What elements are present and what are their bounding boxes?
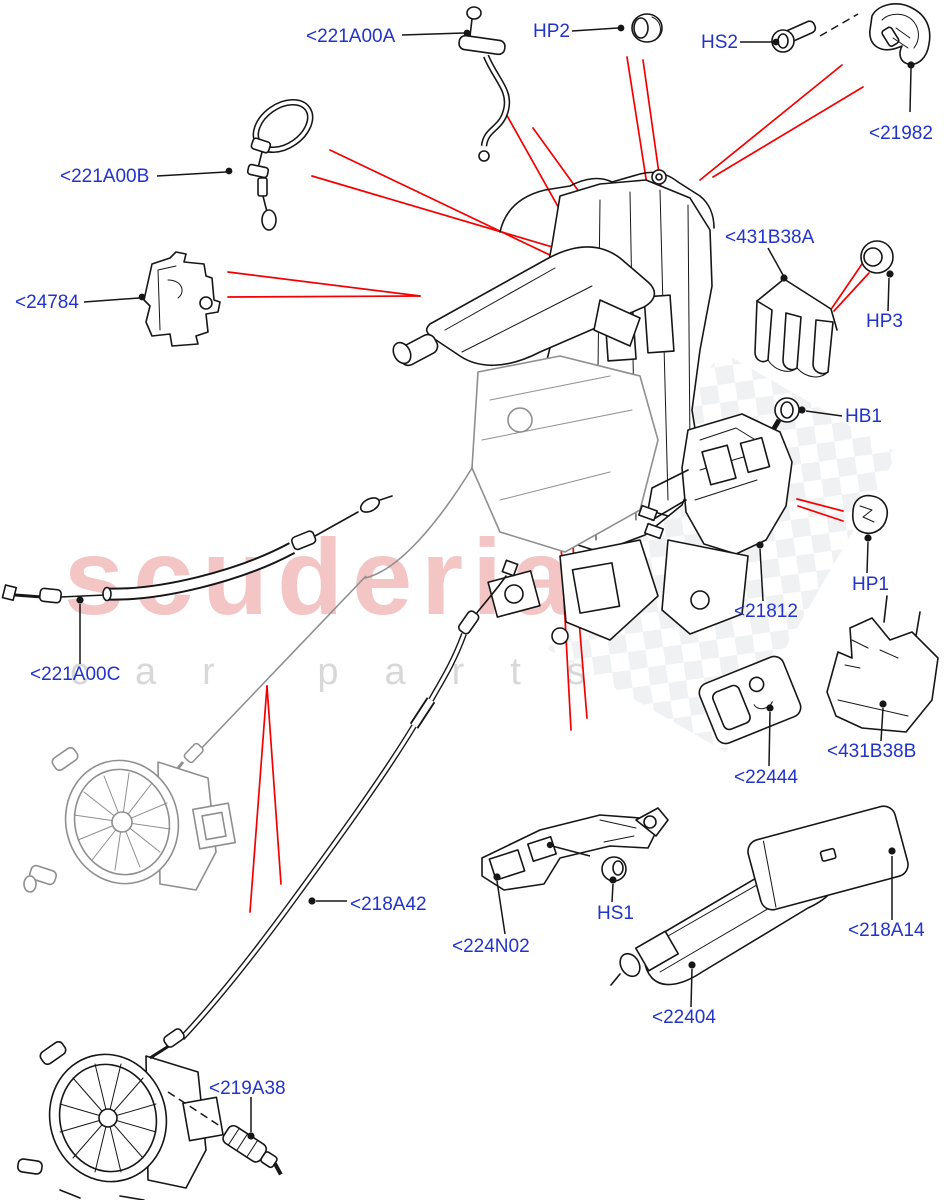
part-reinforcement-224N02 — [481, 807, 669, 891]
part-cable-221A00C — [1, 495, 393, 604]
part-cable-218A42 — [179, 559, 519, 1041]
watermark-brand: scuderia — [64, 516, 580, 637]
part-label-22444[interactable]: <22444 — [734, 767, 798, 788]
part-clip-hp1 — [851, 494, 888, 535]
part-bracket-24784 — [143, 251, 221, 347]
part-screw-hs1 — [601, 856, 627, 882]
part-label-221A00A[interactable]: <221A00A — [306, 26, 396, 47]
part-cable-221A00B — [246, 98, 314, 231]
part-label-431B38B[interactable]: <431B38B — [827, 741, 916, 762]
part-label-219A38[interactable]: <219A38 — [209, 1078, 286, 1099]
part-label-HS1[interactable]: HS1 — [597, 903, 634, 924]
part-label-218A42[interactable]: <218A42 — [350, 894, 427, 915]
part-bracket-431B38B — [826, 595, 939, 733]
part-pin-219A38 — [222, 1124, 283, 1176]
part-label-HP2[interactable]: HP2 — [533, 21, 570, 42]
part-screw-hs2 — [771, 20, 817, 53]
part-inner-cable-gray — [170, 575, 367, 777]
part-endcap-218A14 — [747, 805, 909, 911]
part-label-HP1[interactable]: HP1 — [852, 574, 889, 595]
part-label-21812[interactable]: <21812 — [734, 601, 798, 622]
part-label-21982[interactable]: <21982 — [869, 123, 933, 144]
leader-lines — [76, 13, 915, 1140]
part-cable-221A00A — [458, 6, 511, 162]
part-label-224N02[interactable]: <224N02 — [452, 936, 530, 957]
part-label-431B38A[interactable]: <431B38A — [725, 227, 815, 248]
part-grommet-hp3 — [860, 240, 894, 274]
part-striker-21982 — [869, 3, 931, 66]
part-label-HS2[interactable]: HS2 — [701, 32, 738, 53]
part-latch-21812 — [637, 413, 793, 635]
part-label-HP3[interactable]: HP3 — [866, 311, 903, 332]
part-label-221A00B[interactable]: <221A00B — [60, 166, 149, 187]
part-label-HB1[interactable]: HB1 — [845, 406, 882, 427]
part-door-assembly — [364, 169, 715, 645]
part-label-22404[interactable]: <22404 — [652, 1007, 716, 1028]
part-label-24784[interactable]: <24784 — [15, 292, 79, 313]
part-label-218A14[interactable]: <218A14 — [848, 920, 925, 941]
part-cover-431B38A — [754, 278, 838, 378]
part-labels: <221A00A HP2 HS2 <21982 <221A00B <24784 … — [15, 21, 933, 1099]
part-label-221A00C[interactable]: <221A00C — [30, 664, 120, 685]
part-latch-module-gray — [23, 746, 236, 893]
watermark-sub: car parts — [70, 651, 632, 693]
part-latch-module-front — [16, 1028, 224, 1200]
part-gasket-22444 — [698, 655, 802, 745]
part-grommet-hp2 — [631, 13, 663, 43]
